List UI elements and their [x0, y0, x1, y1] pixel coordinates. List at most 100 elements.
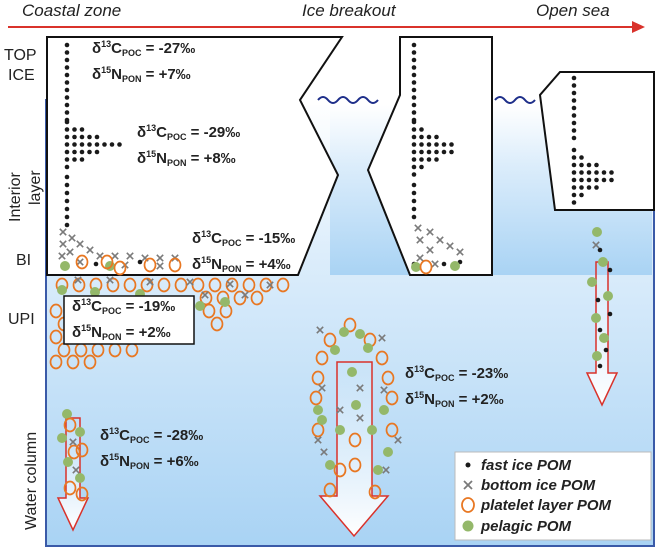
fast-ice-pom-dot — [411, 182, 417, 188]
fast-ice-pom-dot — [411, 65, 417, 70]
platelet-pom-ring — [333, 462, 347, 478]
fast-ice-pom-dot — [579, 170, 584, 175]
fast-ice-pom-dot — [64, 222, 70, 228]
fast-ice-pom-dot — [607, 311, 613, 317]
platelet-pom-ring — [63, 417, 77, 433]
legend-dot-icon — [465, 462, 471, 468]
fast-ice-pom-dot — [64, 174, 70, 180]
fast-ice-pom-dot — [419, 142, 424, 147]
fast-ice-pom-dot — [601, 177, 607, 183]
isotope-c-top: δ13CPOC = -27‰ — [92, 39, 195, 58]
pelagic-pom-dot — [599, 333, 609, 343]
platelet-pom-ring — [106, 277, 120, 293]
fast-ice-pom-dot — [79, 127, 85, 132]
fast-ice-pom-dot — [64, 182, 70, 188]
fast-ice-pom-dot — [64, 72, 70, 78]
fast-ice-pom-dot — [411, 50, 417, 55]
platelet-pom-ring — [375, 350, 389, 366]
pelagic-pom-dot — [75, 427, 85, 437]
fast-ice-pom-dot — [117, 142, 122, 147]
platelet-pom-ring — [67, 444, 81, 460]
bottom-ice-pom-cross — [126, 252, 134, 260]
fast-ice-pom-dot — [137, 259, 143, 265]
fast-ice-pom-dot — [595, 297, 601, 303]
platelet-pom-ring — [242, 277, 256, 293]
fast-ice-pom-dot — [594, 185, 599, 190]
pelagic-pom-dot — [63, 457, 73, 467]
fast-ice-pom-dot — [411, 87, 417, 93]
fast-ice-pom-dot — [571, 155, 577, 160]
bottom-ice-pom-cross — [416, 254, 424, 262]
fast-ice-pom-dot — [64, 119, 70, 125]
fast-ice-pom-dot — [571, 113, 577, 118]
legend-cross-icon — [463, 480, 473, 490]
pelagic-pom-dot — [335, 425, 345, 435]
pelagic-pom-dot — [339, 327, 349, 337]
pelagic-pom-dot — [90, 287, 100, 297]
fast-ice-pom-dot — [64, 50, 70, 55]
fast-ice-pom-dot — [571, 170, 577, 175]
pelagic-pom-dot — [587, 277, 597, 287]
platelet-pom-ring — [419, 259, 433, 275]
fast-ice-pom-dot — [87, 134, 92, 140]
fast-ice-pom-dot — [601, 170, 607, 175]
platelet-pom-ring — [157, 277, 171, 293]
platelet-pom-ring — [66, 354, 80, 370]
pelagic-pom-dot — [195, 301, 205, 311]
fast-ice-pom-dot — [571, 105, 577, 111]
fast-ice-pom-dot — [411, 214, 417, 220]
platelet-pom-ring — [143, 257, 157, 273]
label-layer: layer — [27, 170, 44, 205]
fast-ice-pom-dot — [411, 42, 417, 48]
label-ice: ICE — [8, 67, 35, 84]
platelet-pom-ring — [174, 277, 188, 293]
fast-ice-pom-dot — [594, 162, 599, 168]
isotope-c-bi: δ13CPOC = -15‰ — [192, 229, 295, 248]
fast-ice-pom-dot — [579, 162, 584, 168]
fast-ice-pom-dot — [72, 149, 77, 155]
platelet-pom-ring — [311, 370, 325, 386]
fast-ice-pom-dot — [441, 149, 447, 155]
wave-left — [317, 96, 379, 104]
fast-ice-pom-dot — [411, 172, 417, 177]
fast-ice-pom-dot — [594, 177, 599, 183]
fast-ice-pom-dot — [607, 267, 613, 273]
fast-ice-pom-dot — [571, 162, 577, 168]
bottom-ice-pom-cross — [316, 326, 324, 334]
bottom-ice-pom-cross — [446, 242, 454, 250]
fast-ice-pom-dot — [609, 170, 614, 175]
fast-ice-pom-dot — [64, 65, 70, 70]
isotope-n-interior: δ15NPON = +8‰ — [137, 149, 236, 168]
platelet-pom-ring — [210, 316, 224, 332]
platelet-pom-ring — [83, 354, 97, 370]
legend-green-icon — [462, 520, 474, 532]
bottom-ice-pom-cross — [436, 236, 444, 244]
isotope-n-bi: δ15NPON = +4‰ — [192, 255, 291, 274]
pelagic-pom-dot — [330, 345, 340, 355]
fast-ice-pom-dot — [609, 177, 614, 183]
fast-ice-pom-dot — [411, 198, 417, 204]
zone-open-sea: Open sea — [536, 1, 610, 20]
fast-ice-pom-dot — [586, 177, 592, 183]
fast-ice-pom-dot — [571, 200, 577, 205]
fast-ice-pom-dot — [64, 102, 70, 108]
fast-ice-pom-dot — [64, 149, 70, 155]
fast-ice-pom-dot — [109, 142, 115, 147]
pelagic-pom-dot — [450, 261, 460, 271]
isotope-c-interior: δ13CPOC = -29‰ — [137, 123, 240, 142]
bottom-ice-pom-cross — [111, 252, 119, 260]
fast-ice-pom-dot — [411, 134, 417, 140]
fast-ice-pom-dot — [579, 192, 584, 198]
pelagic-pom-dot — [62, 409, 72, 419]
fast-ice-pom-dot — [411, 102, 417, 108]
bottom-ice-pom-cross — [426, 228, 434, 236]
isotope-c-breakout: δ13CPOC = -23‰ — [405, 364, 508, 383]
fast-ice-pom-dot — [87, 149, 92, 155]
platelet-pom-ring — [309, 390, 323, 406]
fast-ice-pom-dot — [434, 149, 439, 155]
pelagic-pom-dot — [373, 465, 383, 475]
bottom-ice-pom-cross — [72, 466, 80, 474]
platelet-pom-ring — [208, 277, 222, 293]
isotope-n-upi: δ15NPON = +2‰ — [72, 323, 171, 342]
zone-ice-breakout: Ice breakout — [302, 1, 397, 20]
